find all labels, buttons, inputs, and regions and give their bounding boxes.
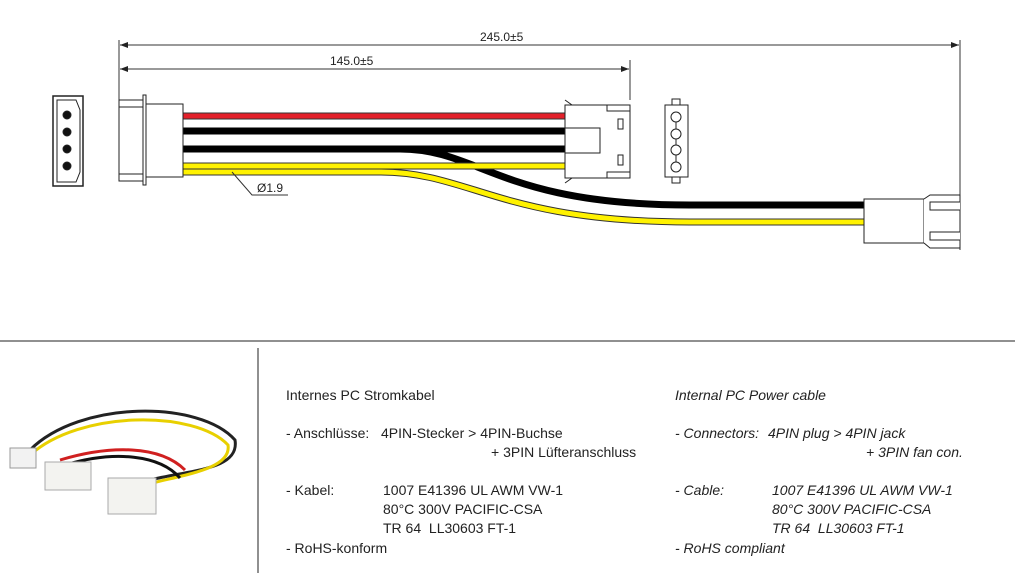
molex-plug-end-view bbox=[52, 95, 84, 187]
diameter-leader bbox=[231, 171, 288, 196]
german-rohs: - RoHS-konform bbox=[286, 540, 388, 556]
dimension-partial-label: 145.0±5 bbox=[330, 54, 374, 68]
german-connectors-value: 4PIN-Stecker > 4PIN-Buchse bbox=[381, 425, 563, 441]
wire-diameter-label: Ø1.9 bbox=[257, 181, 284, 195]
wires bbox=[183, 112, 864, 226]
fan-connector-3pin bbox=[863, 194, 961, 249]
english-connectors-label: - Connectors: bbox=[675, 425, 760, 441]
german-cable-line: 80°C 300V PACIFIC-CSA bbox=[383, 501, 543, 517]
german-cable-line: TR 64 LL30603 FT-1 bbox=[383, 520, 517, 536]
english-cable-label: - Cable: bbox=[675, 482, 725, 498]
german-cable-line: 1007 E41396 UL AWM VW-1 bbox=[383, 482, 564, 498]
molex-plug bbox=[118, 94, 184, 186]
english-cable-line: TR 64 LL30603 FT-1 bbox=[772, 520, 905, 536]
dimension-lines bbox=[118, 40, 961, 250]
english-cable-line: 1007 E41396 UL AWM VW-1 bbox=[772, 482, 953, 498]
german-cable-label: - Kabel: bbox=[286, 482, 335, 498]
english-title: Internal PC Power cable bbox=[675, 387, 826, 403]
english-rohs: - RoHS compliant bbox=[675, 540, 785, 556]
german-connectors-value2: + 3PIN Lüfteranschluss bbox=[491, 444, 637, 460]
dimension-total-label: 245.0±5 bbox=[480, 30, 524, 44]
german-connectors-label: - Anschlüsse: bbox=[286, 425, 370, 441]
english-connectors-value2: + 3PIN fan con. bbox=[866, 444, 963, 460]
english-cable-line: 80°C 300V PACIFIC-CSA bbox=[772, 501, 932, 517]
molex-jack bbox=[564, 99, 631, 184]
product-photo bbox=[9, 409, 237, 515]
german-title: Internes PC Stromkabel bbox=[286, 387, 435, 403]
molex-jack-end-view bbox=[664, 98, 689, 184]
english-connectors-value: 4PIN plug > 4PIN jack bbox=[768, 425, 906, 441]
